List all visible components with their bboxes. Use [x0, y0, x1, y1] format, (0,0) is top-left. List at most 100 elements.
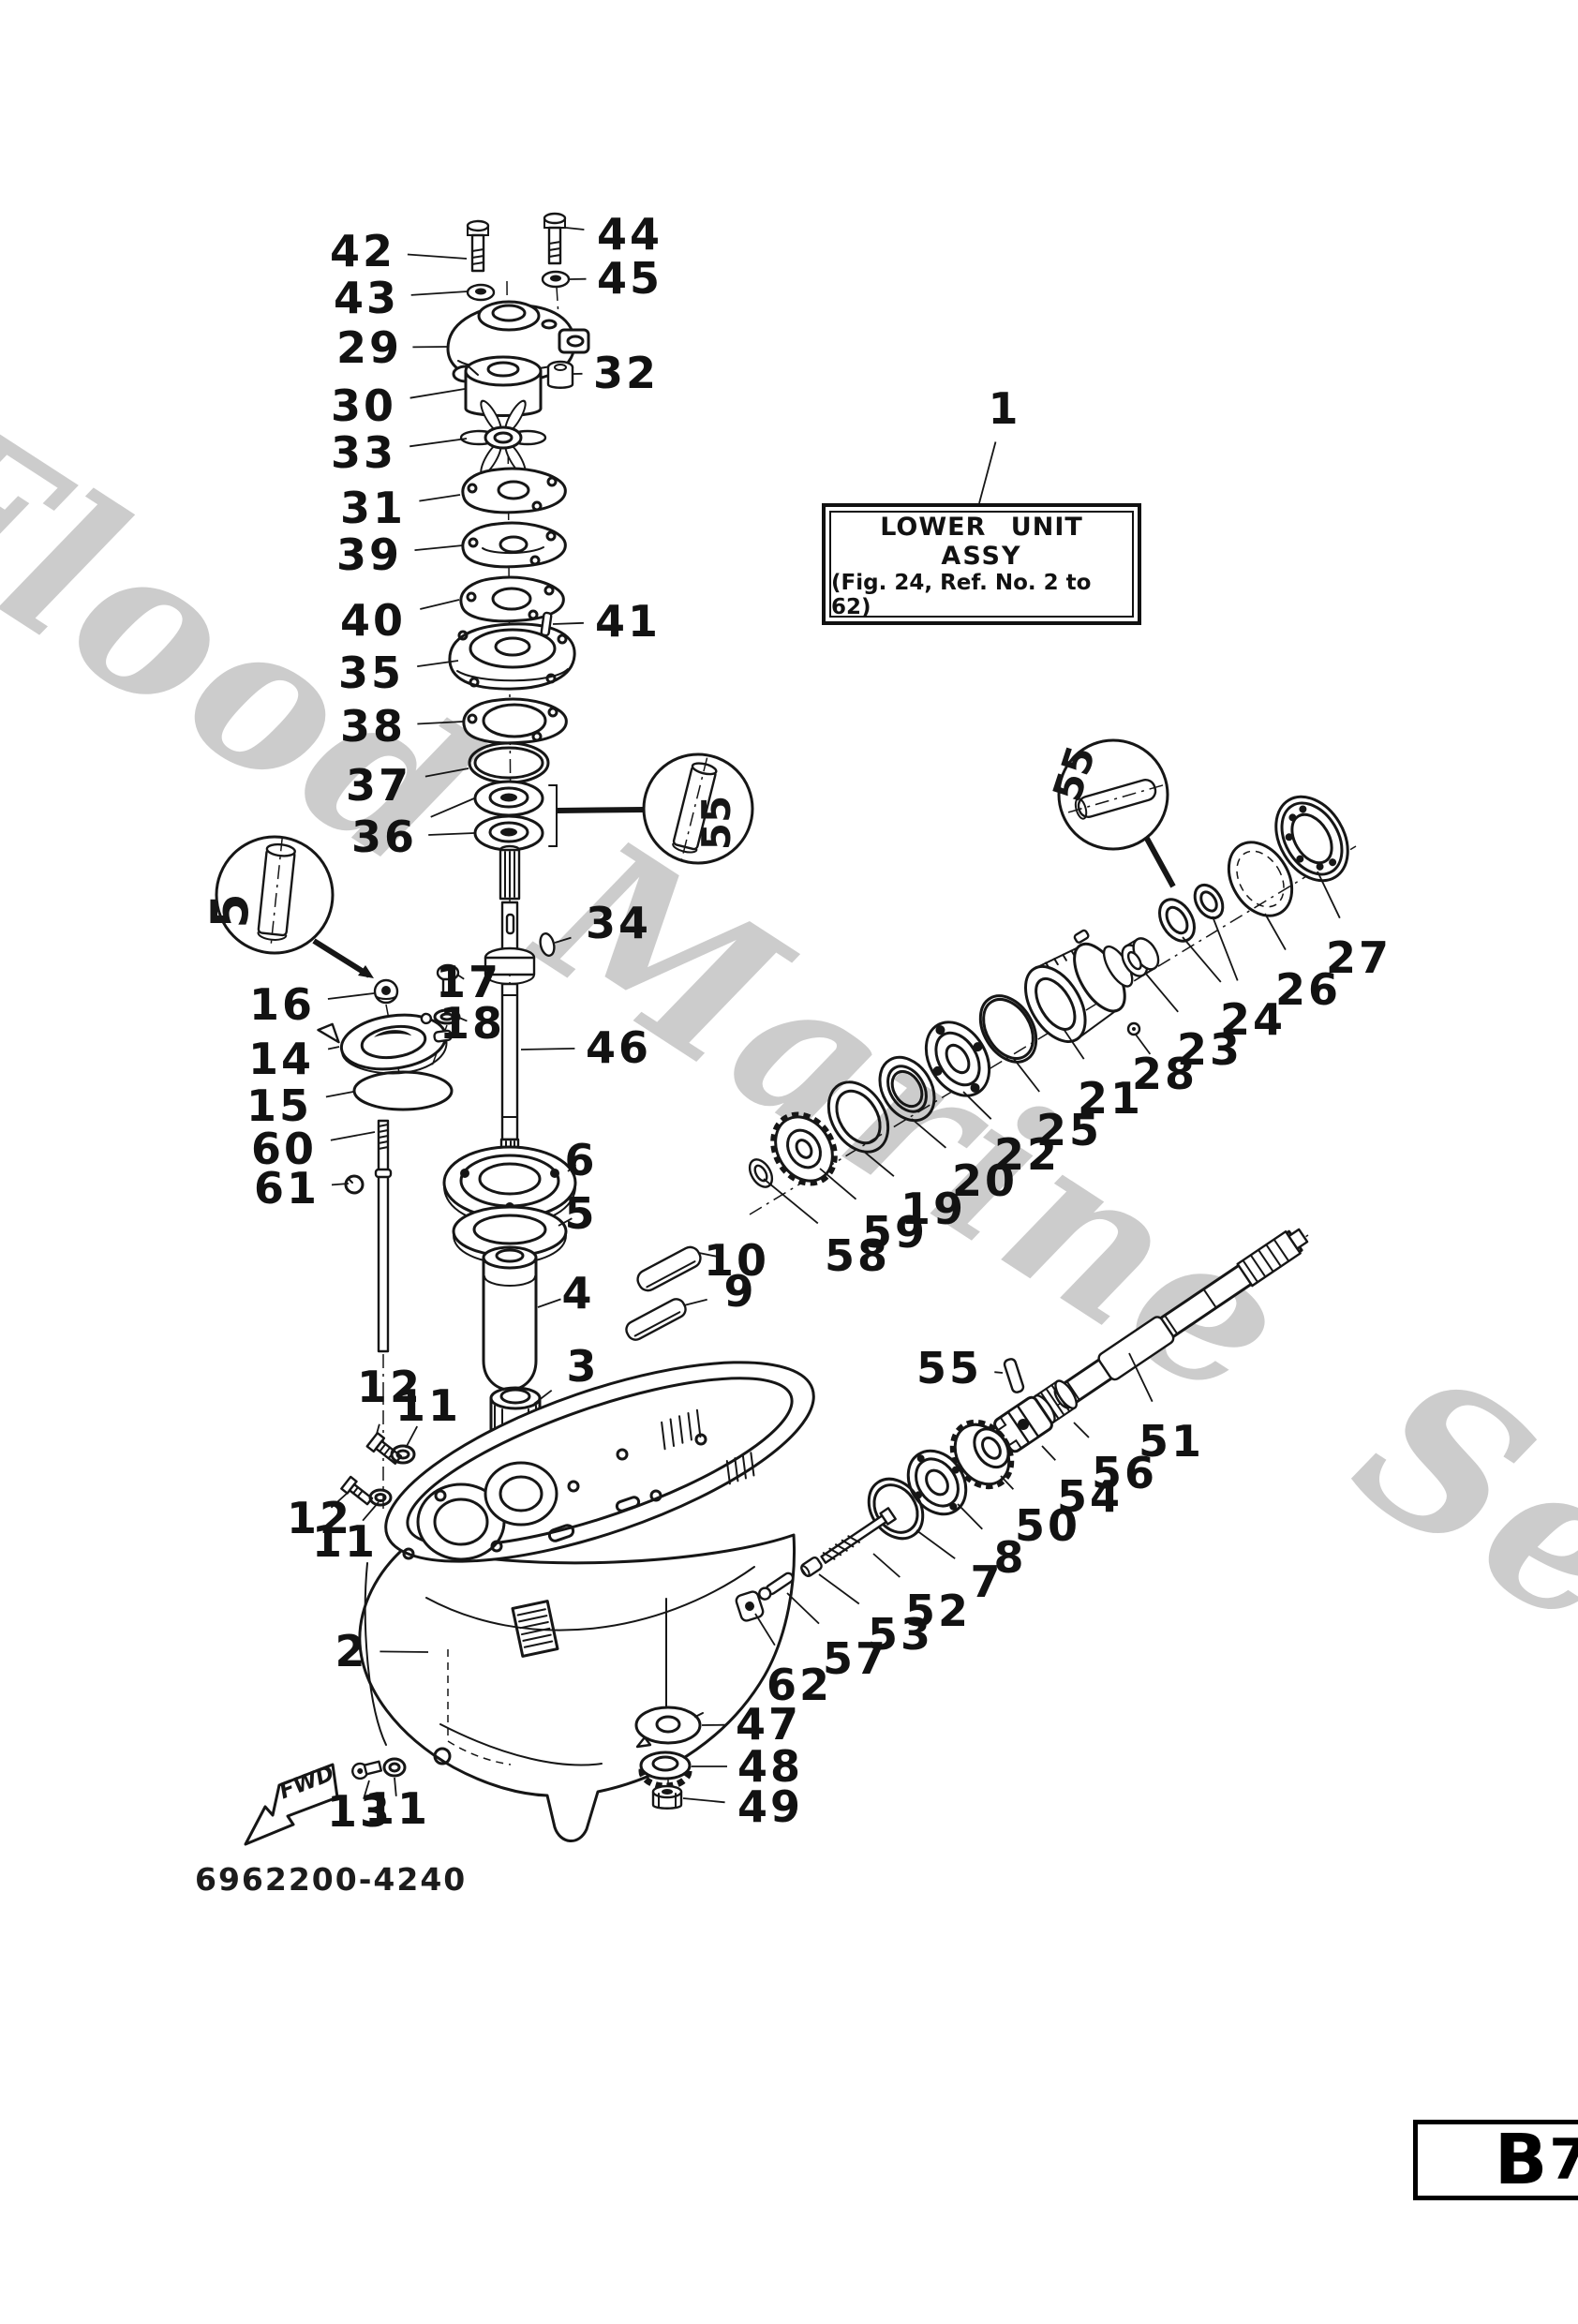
leader-line-49 — [682, 1797, 725, 1804]
washer-18 — [433, 1008, 461, 1025]
spring-56 — [1033, 1379, 1078, 1424]
magnifier-circle-middle: 55 — [642, 752, 754, 865]
plate-40 — [459, 575, 565, 623]
leader-line-11 — [405, 1425, 418, 1449]
washer-24b — [1193, 883, 1225, 920]
leader-line-28 — [1135, 1034, 1152, 1055]
leader-lines — [325, 227, 1341, 1804]
leader-line-10 — [698, 1252, 722, 1259]
leader-line-51 — [1128, 1352, 1154, 1403]
assembly-label-box: LOWER UNIT ASSY (Fig. 24, Ref. No. 2 to … — [822, 503, 1141, 625]
assembly-label-line3: (Fig. 24, Ref. No. 2 to 62) — [831, 571, 1092, 619]
washer-5 — [452, 1205, 568, 1265]
bolt-42 — [466, 219, 490, 273]
nut-49 — [651, 1784, 683, 1810]
wave-ring-26 — [1227, 841, 1294, 917]
page-tab-digit: 7 — [1549, 2127, 1578, 2193]
leader-line-16 — [327, 992, 375, 1000]
o-ring-37 — [468, 741, 550, 784]
key-10 — [636, 1245, 702, 1292]
leader-line-22 — [962, 1091, 992, 1120]
leader-line-8 — [957, 1503, 983, 1530]
leader-line-4 — [537, 1298, 561, 1308]
leader-line-33 — [409, 438, 468, 448]
collar-30 — [464, 355, 543, 417]
flange-louvers-2 — [725, 1452, 755, 1485]
leader-line-20 — [911, 1118, 946, 1149]
leader-line-7 — [916, 1529, 956, 1559]
leader-line-27 — [1317, 871, 1341, 919]
flange-louvers — [661, 1408, 702, 1451]
leader-line-36 — [428, 832, 475, 836]
washer-45 — [541, 270, 571, 289]
drawing-number: 6962200-4240 — [195, 1861, 468, 1898]
fwd-arrow: FWD — [244, 1762, 339, 1846]
assembly-label-line2: ASSY — [941, 542, 1022, 571]
leader-line-21 — [1063, 1028, 1085, 1060]
screw-52 — [820, 1507, 897, 1564]
pin-41 — [540, 611, 553, 637]
leader-line-25 — [1013, 1058, 1040, 1093]
leader-line-34 — [554, 936, 572, 944]
assembly-label-line1: LOWER UNIT — [880, 513, 1083, 542]
bolt-13 — [351, 1760, 382, 1780]
drive-shaft-46 — [484, 844, 536, 1168]
gear-48 — [638, 1750, 692, 1790]
leader-line-18 — [458, 1017, 468, 1022]
nut-32 — [546, 360, 574, 389]
clip-61 — [344, 1174, 365, 1195]
pump-base-plate-14 — [317, 1012, 453, 1075]
leader-line-23 — [1144, 972, 1179, 1013]
washer-11a — [390, 1444, 416, 1465]
woodruff-key-34 — [539, 932, 556, 957]
leader-line-57 — [786, 1592, 820, 1625]
key-9 — [625, 1298, 687, 1341]
gasket-38 — [462, 697, 568, 745]
o-ring-25 — [978, 994, 1038, 1064]
leader-line-60 — [330, 1131, 376, 1141]
leader-line-52 — [872, 1553, 901, 1578]
bushing-23 — [1121, 937, 1160, 977]
plate-31 — [461, 467, 567, 514]
bearing-22 — [924, 1020, 991, 1097]
gasket-39 — [461, 521, 567, 569]
ring-20 — [878, 1055, 936, 1123]
leader-line-59 — [819, 1168, 857, 1200]
leader-line-12 — [376, 1423, 380, 1435]
leader-line-2 — [380, 1650, 429, 1653]
leader-line-38 — [417, 721, 464, 725]
gear-case-housing-2 — [358, 1361, 815, 1842]
leader-line-40 — [420, 599, 460, 610]
page-tab-letter: B — [1494, 2120, 1548, 2200]
bolt-44 — [543, 212, 567, 265]
leader-line-11 — [362, 1501, 380, 1522]
leader-line-1 — [978, 441, 997, 504]
pinion-gear-59 — [770, 1111, 838, 1186]
bearing-8 — [906, 1449, 968, 1516]
leader-line-14 — [327, 1046, 340, 1050]
leader-line-11 — [394, 1777, 397, 1796]
leader-line-36 — [430, 797, 475, 818]
forward-gear-50 — [949, 1419, 1015, 1490]
leader-line-50 — [1000, 1475, 1015, 1490]
leader-line-17 — [456, 974, 465, 980]
washer-58 — [748, 1158, 774, 1188]
plunger-57 — [758, 1572, 795, 1601]
leader-line-53 — [818, 1573, 860, 1605]
washer-43 — [466, 283, 496, 302]
page-tab-b7: B 7 — [1413, 2120, 1578, 2200]
leader-line-26 — [1264, 913, 1287, 951]
leader-line-42 — [407, 253, 468, 260]
bearing-6 — [442, 1145, 577, 1227]
leader-line-24 — [1182, 936, 1222, 983]
pin-55 — [1003, 1358, 1025, 1393]
magnifier-circle-right: 55 — [1044, 738, 1176, 888]
leader-line-56 — [1073, 1422, 1090, 1438]
leader-line-58 — [763, 1178, 819, 1225]
washer-24a — [1158, 898, 1196, 943]
bolt-17 — [436, 963, 460, 995]
washer-11b — [368, 1488, 393, 1507]
shift-rod-60 — [374, 1119, 393, 1353]
